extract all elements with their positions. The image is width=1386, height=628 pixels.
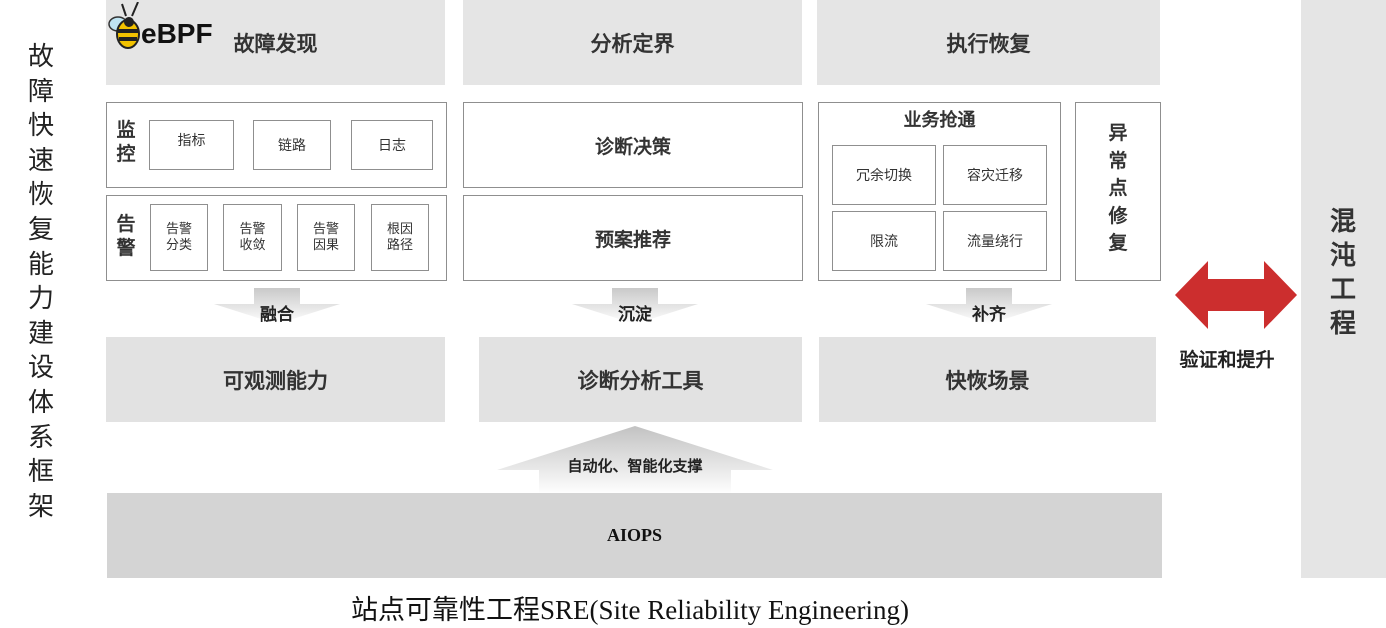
capability-diagnosis-tools: 诊断分析工具 <box>479 337 802 422</box>
header-label: 故障发现 <box>233 31 318 56</box>
alert-label: 告警 <box>116 213 136 259</box>
header-label: 执行恢复 <box>946 31 1031 56</box>
framework-title: 故障快速恢复能力建设体系框架 <box>27 42 54 522</box>
header-recovery: 执行恢复 <box>817 0 1160 85</box>
bee-icon <box>108 2 140 49</box>
diagnosis-decision-box: 诊断决策 <box>463 102 803 188</box>
monitor-item-logs: 日志 <box>351 120 433 170</box>
down-arrow-fuse <box>214 288 340 324</box>
support-label: 自动化、智能化支撑 <box>567 457 703 475</box>
header-label: 分析定界 <box>590 31 675 56</box>
chaos-engineering-column <box>1301 0 1386 578</box>
monitor-item-metrics: 指标 <box>149 120 234 170</box>
business-item-rate-limit: 限流 <box>832 211 936 271</box>
chaos-engineering-label: 混沌工程 <box>1329 207 1356 339</box>
verify-improve-label: 验证和提升 <box>1179 349 1275 371</box>
header-analysis: 分析定界 <box>463 0 802 85</box>
business-item-dr-migration: 容灾迁移 <box>943 145 1047 205</box>
plan-recommendation-box: 预案推荐 <box>463 195 803 281</box>
double-arrow-icon <box>1175 261 1297 329</box>
flow-label-fuse: 融合 <box>260 305 294 325</box>
ebpf-logo-text: eBPF <box>141 18 213 49</box>
capability-recovery-scenarios: 快恢场景 <box>819 337 1156 422</box>
up-arrow-support <box>497 426 773 494</box>
capability-observability: 可观测能力 <box>106 337 445 422</box>
alert-item-causality: 告警因果 <box>297 204 355 271</box>
down-arrow-settle <box>572 288 698 324</box>
flow-label-settle: 沉淀 <box>618 305 652 325</box>
aiops-bar: AIOPS <box>107 493 1162 578</box>
business-item-traffic-bypass: 流量绕行 <box>943 211 1047 271</box>
flow-label-complement: 补齐 <box>972 305 1006 325</box>
business-item-redundancy: 冗余切换 <box>832 145 936 205</box>
business-restore-title: 业务抢通 <box>903 110 976 131</box>
sre-caption: 站点可靠性工程SRE(Site Reliability Engineering) <box>351 595 909 625</box>
monitor-item-tracing: 链路 <box>253 120 331 170</box>
header-fault-detection: 故障发现 <box>106 0 445 85</box>
anomaly-fix-box <box>1075 102 1161 281</box>
down-arrow-complement <box>926 288 1052 324</box>
alert-item-root-cause: 根因路径 <box>371 204 429 271</box>
alert-item-converge: 告警收敛 <box>223 204 282 271</box>
alert-item-classify: 告警分类 <box>150 204 208 271</box>
monitor-label: 监控 <box>116 119 136 165</box>
aiops-label: AIOPS <box>606 525 662 545</box>
ebpf-logo: eBPF <box>108 2 213 54</box>
anomaly-fix-label: 异常点修复 <box>1108 122 1128 254</box>
